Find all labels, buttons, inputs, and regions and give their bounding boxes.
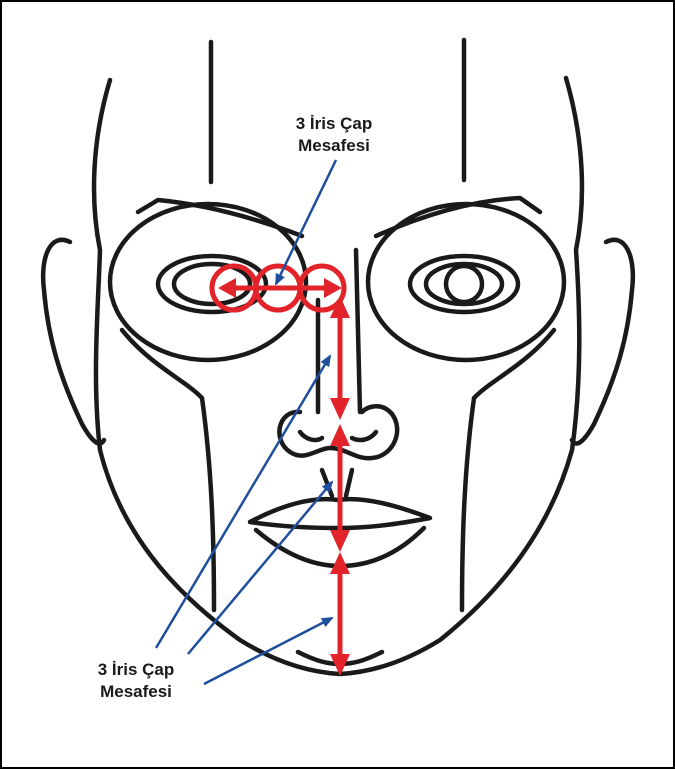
bottom-annotation-label: 3 İris Çap Mesafesi [74, 659, 198, 703]
face-outline-drawing [40, 37, 636, 677]
top-pointer-arrow [274, 159, 338, 286]
pointer-arrows [154, 159, 338, 686]
top-label-line2: Mesafesi [298, 136, 370, 155]
bottom-label-line2: Mesafesi [100, 682, 172, 701]
left-eye-socket [107, 201, 309, 363]
left-ear [40, 237, 107, 446]
philtrum-right [343, 467, 355, 499]
bottom-pointer-arrow-1 [154, 354, 332, 649]
nose-bridge-right [353, 247, 363, 415]
upper-arrowhead-top [330, 296, 350, 318]
nose-bottom [277, 404, 400, 461]
upper-arrowhead-bottom [330, 398, 350, 420]
middle-arrowhead-top [330, 424, 350, 446]
right-eye-outer [407, 253, 521, 315]
bottom-pointer-arrow-2 [187, 480, 334, 655]
top-label-line1: 3 İris Çap [295, 114, 373, 133]
left-eye-inner [171, 261, 253, 307]
left-nostril [297, 429, 325, 443]
right-iris [443, 263, 485, 305]
right-cheek-line [459, 327, 557, 613]
lower-arrowhead-top [330, 552, 350, 574]
middle-arrowhead-bottom [330, 530, 350, 552]
measurement-arrows [218, 278, 350, 676]
upper-lip [247, 496, 433, 531]
left-eye-outer [155, 253, 269, 315]
bottom-label-line1: 3 İris Çap [97, 660, 175, 679]
right-nostril [349, 429, 379, 443]
horizontal-arrowhead-right [324, 278, 342, 298]
horizontal-arrowhead-left [218, 278, 236, 298]
right-eye-socket [365, 201, 567, 363]
top-annotation-label: 3 İris Çap Mesafesi [272, 113, 396, 157]
lower-arrowhead-bottom [330, 654, 350, 676]
bottom-pointer-arrow-3 [203, 616, 334, 686]
right-ear [569, 237, 636, 446]
